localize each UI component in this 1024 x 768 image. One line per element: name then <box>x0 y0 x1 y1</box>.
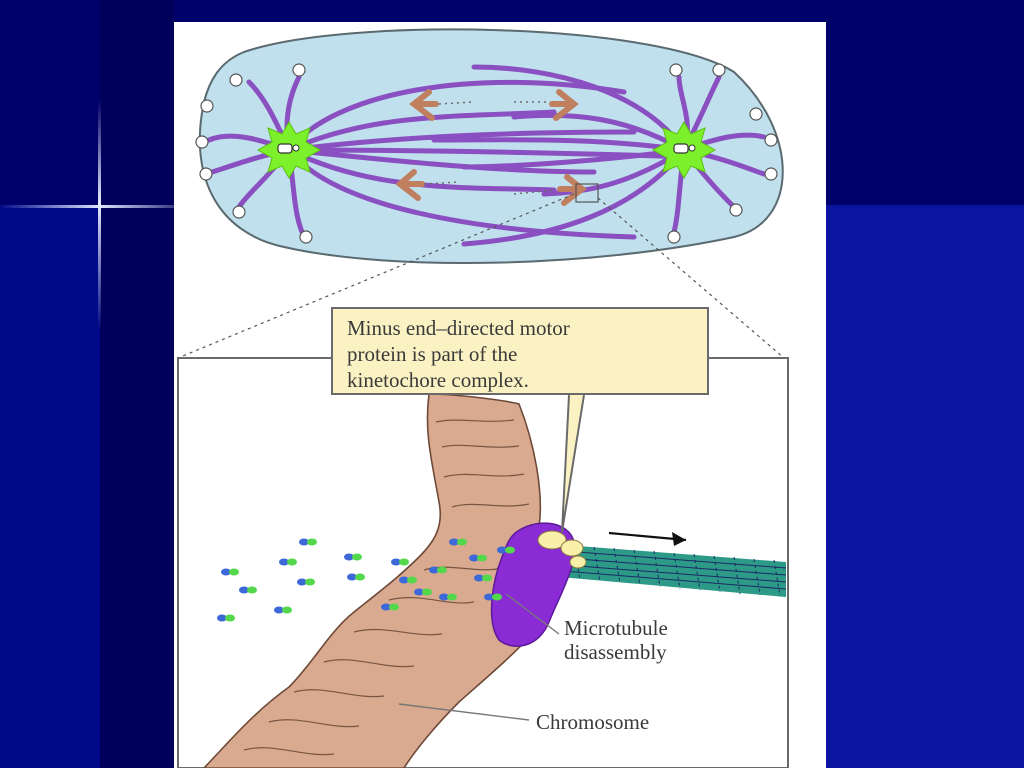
callout-line-3: kinetochore complex. <box>347 368 529 392</box>
centrosome-icon <box>651 121 717 179</box>
spindle-cell <box>195 28 784 264</box>
background-stripe <box>100 0 174 768</box>
callout-pointer <box>561 394 585 533</box>
sparkle-decoration-vertical <box>98 100 101 330</box>
direction-arrow-icon <box>608 531 687 546</box>
plus-end-marker-icon <box>195 63 778 244</box>
mitotic-spindle-diagram <box>177 28 789 768</box>
zoom-lines <box>177 193 785 359</box>
slide-figure: Minus end–directed motor protein is part… <box>174 22 826 768</box>
background-left <box>0 205 100 768</box>
chromosome-label: Chromosome <box>536 710 650 734</box>
microtubule-label: Microtubule <box>564 616 668 640</box>
centrosome-icon <box>256 121 322 179</box>
motor-protein <box>490 522 587 647</box>
disassembly-label: disassembly <box>564 640 667 664</box>
callout-line-2: protein is part of the <box>347 342 518 366</box>
leader-lines <box>398 593 560 721</box>
tubulin-dimers <box>217 538 515 622</box>
callout-line-1: Minus end–directed motor <box>347 316 570 340</box>
background-right <box>826 205 1024 768</box>
callout-box: Minus end–directed motor protein is part… <box>331 307 709 395</box>
